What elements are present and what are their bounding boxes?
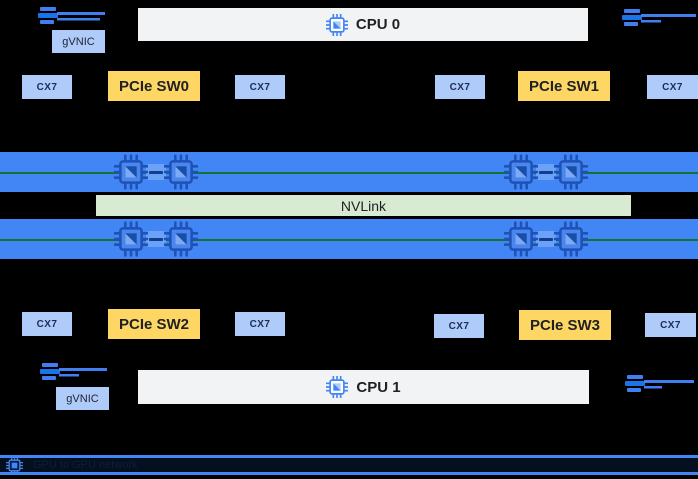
gpu-chip-icon	[504, 154, 538, 190]
nvlink-label: NVLink	[340, 197, 387, 214]
cx7-nic-box: CX7	[434, 314, 484, 338]
gvnic-box-bottom: gVNIC	[56, 387, 109, 410]
cx7-label: CX7	[662, 81, 683, 93]
pcie-sw0-label: PCIe SW0	[118, 77, 190, 95]
pcie-switch-1: PCIe SW1	[518, 71, 610, 101]
cx7-nic-box: CX7	[435, 75, 485, 99]
cpu1-label: CPU 1	[356, 378, 401, 396]
cx7-nic-box: CX7	[645, 313, 696, 337]
cx7-nic-box: CX7	[235, 75, 285, 99]
gvnic-box-top: gVNIC	[52, 30, 105, 53]
cpu1-box: CPU 1	[138, 370, 589, 404]
gpu-pair-dash	[149, 170, 163, 174]
cx7-nic-box: CX7	[647, 75, 698, 99]
nvlink-line	[0, 172, 698, 174]
gpu-pair-dash	[539, 237, 553, 241]
gpu-band-top	[0, 152, 698, 192]
cx7-label: CX7	[249, 81, 271, 93]
cpu0-box: CPU 0	[138, 8, 588, 41]
nic-bus-icon-top-right	[622, 9, 696, 26]
gpu-chip-icon	[554, 154, 588, 190]
gpu-pair-dash	[149, 237, 163, 241]
cpu-chip-icon	[326, 376, 349, 398]
pcie-sw2-label: PCIe SW2	[118, 315, 190, 333]
gpu-network-label: GPU to GPU network	[33, 459, 138, 471]
cx7-nic-box: CX7	[22, 75, 72, 99]
cx7-label: CX7	[449, 81, 471, 93]
gvnic-label: gVNIC	[62, 35, 95, 48]
nic-bus-icon-bottom-left	[40, 363, 107, 380]
gpu-chip-icon	[504, 221, 538, 257]
pcie-switch-2: PCIe SW2	[108, 309, 200, 339]
chip-icon	[6, 456, 23, 474]
gpu-chip-icon	[114, 221, 148, 257]
gpu-pair-dash	[539, 170, 553, 174]
cpu0-label: CPU 0	[355, 16, 401, 33]
gpu-chip-icon	[164, 221, 198, 257]
nvlink-line	[0, 239, 698, 241]
gpu-chip-icon	[554, 221, 588, 257]
gvnic-label: gVNIC	[66, 392, 99, 405]
cpu-chip-icon	[325, 13, 348, 36]
pcie-sw3-label: PCIe SW3	[529, 316, 601, 334]
pcie-switch-0: PCIe SW0	[108, 71, 200, 101]
gpu-chip-icon	[114, 154, 148, 190]
cx7-nic-box: CX7	[22, 312, 72, 336]
cx7-label: CX7	[448, 320, 470, 332]
cx7-nic-box: CX7	[235, 312, 285, 336]
nvlink-bar: NVLink	[95, 194, 632, 217]
pcie-switch-3: PCIe SW3	[519, 310, 611, 340]
gpu-chip-icon	[164, 154, 198, 190]
cx7-label: CX7	[660, 319, 681, 331]
cx7-label: CX7	[36, 318, 58, 330]
nic-bus-icon-top-left	[38, 7, 105, 24]
cx7-label: CX7	[249, 318, 271, 330]
pcie-sw1-label: PCIe SW1	[528, 77, 600, 95]
cx7-label: CX7	[36, 81, 58, 93]
gpu-band-bottom	[0, 219, 698, 259]
nic-bus-icon-bottom-right	[625, 375, 694, 392]
gpu-network-band: GPU to GPU network	[0, 455, 698, 475]
